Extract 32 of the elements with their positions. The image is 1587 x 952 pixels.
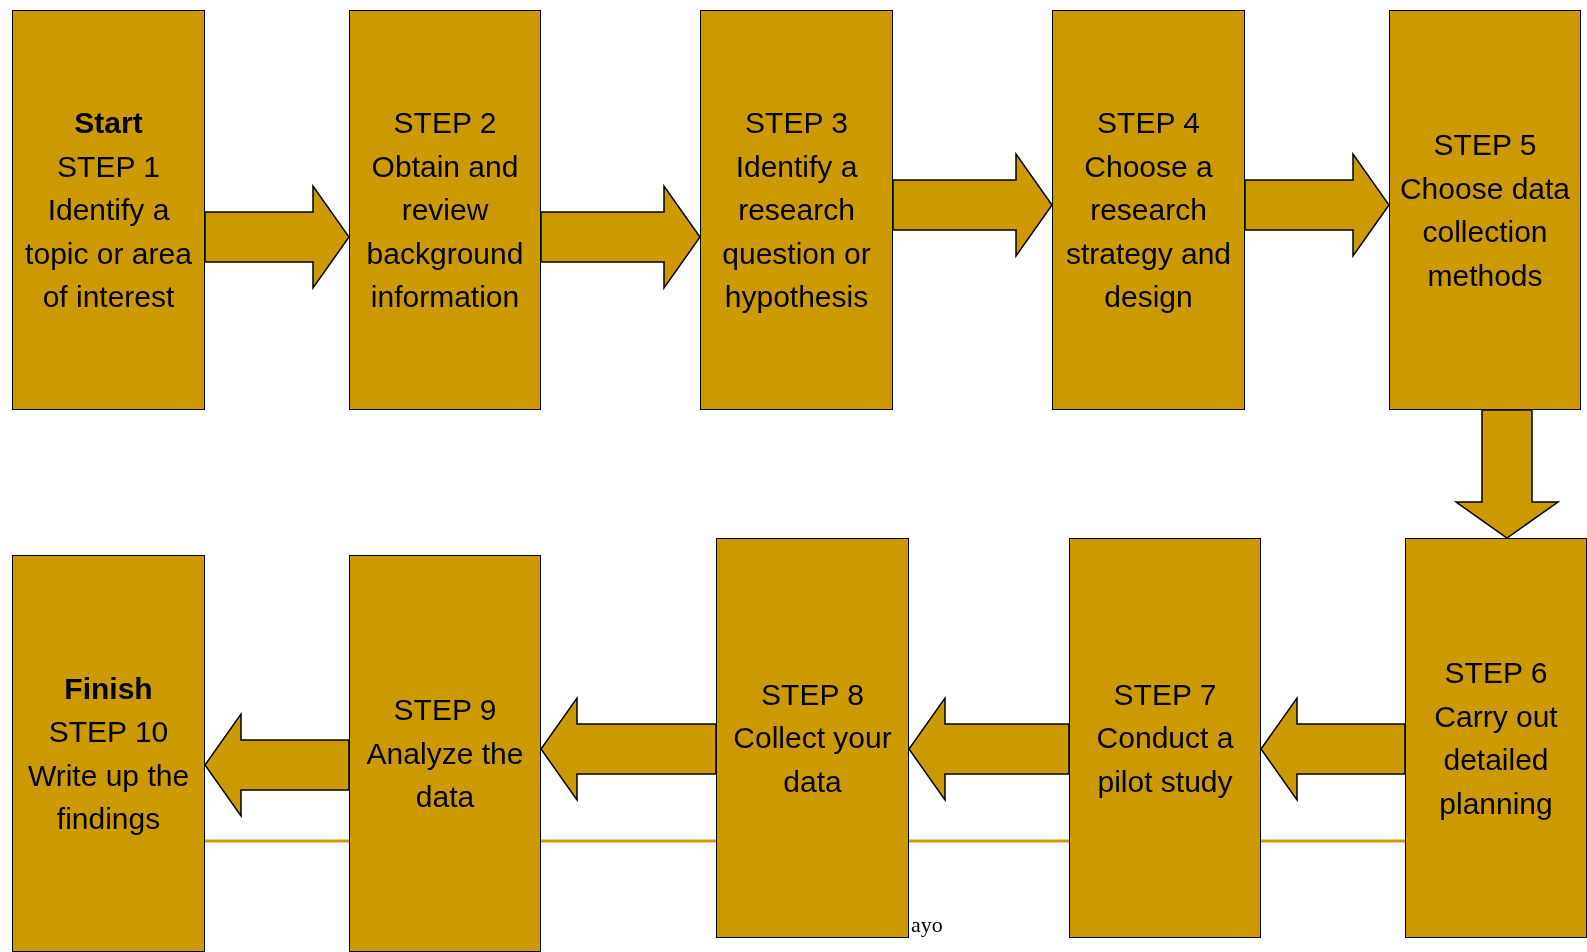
footer-text: ayo bbox=[911, 912, 943, 938]
step-text: STEP 7 Conduct a pilot study bbox=[1095, 676, 1235, 800]
process-box bbox=[716, 538, 909, 938]
block-arrow bbox=[204, 183, 350, 291]
stage-heading: Start bbox=[74, 105, 143, 142]
block-arrow bbox=[540, 695, 717, 803]
step-text: STEP 2 Obtain and review background information bbox=[365, 105, 525, 316]
stage-heading: Finish bbox=[64, 670, 153, 707]
process-box bbox=[12, 555, 205, 952]
step-text: STEP 4 Choose a research strategy and design bbox=[1064, 105, 1233, 316]
step-text: STEP 9 Analyze the data bbox=[365, 692, 525, 816]
process-box bbox=[1069, 538, 1261, 938]
process-box bbox=[1389, 10, 1581, 410]
process-box bbox=[349, 555, 541, 952]
step-text: STEP 6 Carry out detailed planning bbox=[1433, 655, 1559, 822]
process-box bbox=[12, 10, 205, 410]
block-arrow bbox=[1244, 151, 1390, 259]
block-arrow bbox=[908, 695, 1070, 803]
block-arrow bbox=[540, 183, 701, 291]
block-arrow bbox=[892, 151, 1053, 259]
process-box bbox=[700, 10, 893, 410]
process-box bbox=[1052, 10, 1245, 410]
step-text: STEP 5 Choose data collection methods bbox=[1398, 127, 1572, 294]
process-box bbox=[1405, 538, 1587, 938]
block-arrow bbox=[1260, 695, 1406, 803]
block-arrow bbox=[204, 711, 350, 819]
step-text: STEP 3 Identify a research question or hypothesis bbox=[721, 105, 872, 316]
process-box bbox=[349, 10, 541, 410]
block-arrow bbox=[1453, 409, 1561, 539]
step-text: STEP 8 Collect your data bbox=[732, 676, 893, 800]
step-text: STEP 1 Identify a topic or area of interest bbox=[24, 148, 193, 316]
step-text: STEP 10 Write up the findings bbox=[26, 714, 191, 837]
